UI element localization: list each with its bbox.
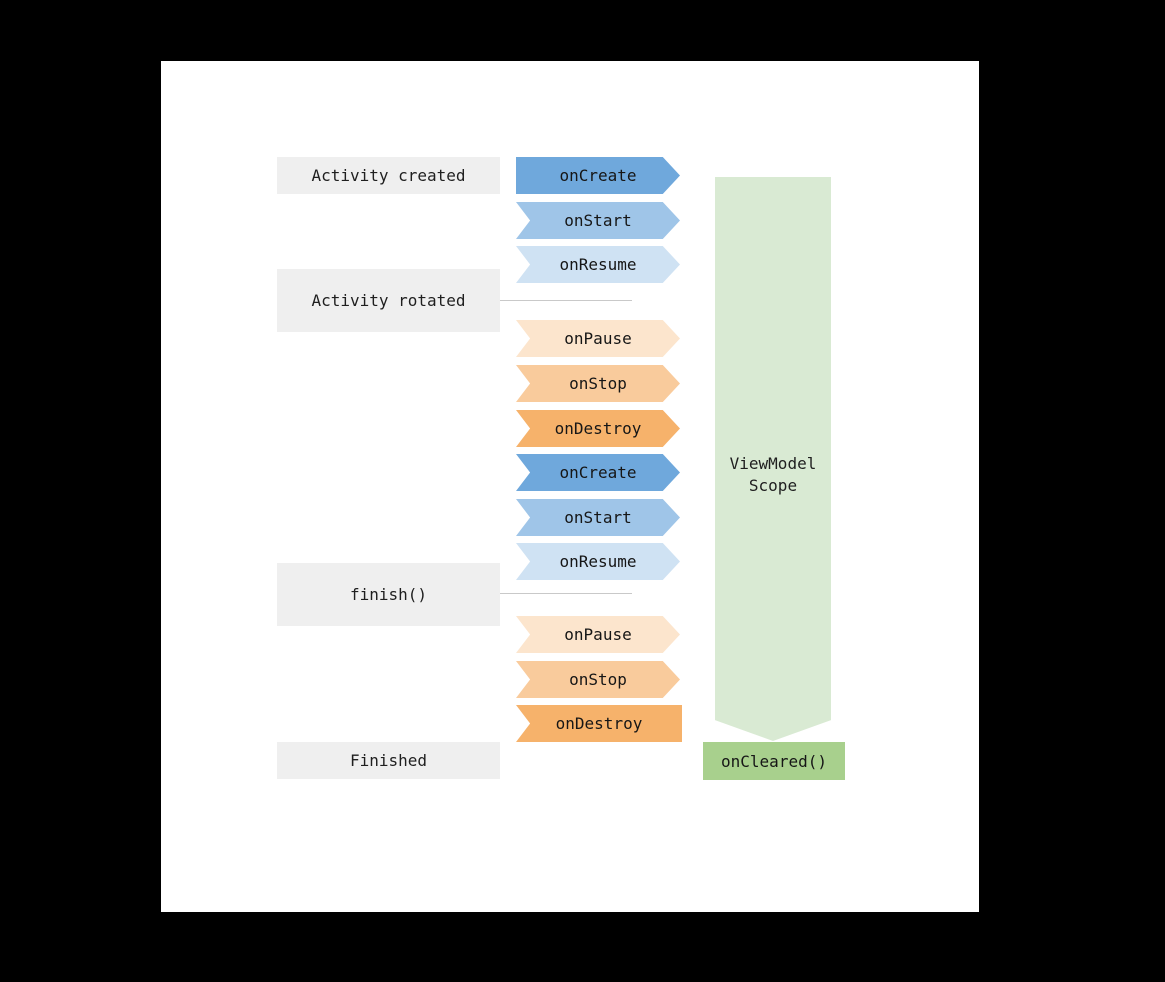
arrow-label: onStop [569, 374, 627, 393]
lifecycle-arrow-oncreate-1: onCreate [516, 157, 680, 194]
viewmodel-scope-label: ViewModel Scope [715, 453, 831, 497]
arrow-label: onPause [564, 625, 632, 644]
arrow-label: onPause [564, 329, 632, 348]
oncleared-label: onCleared() [721, 751, 827, 771]
lifecycle-arrow-onresume-1: onResume [516, 246, 680, 283]
state-label-activity-created: Activity created [311, 166, 466, 185]
rotation-divider-line [500, 300, 632, 301]
lifecycle-arrow-onpause-2: onPause [516, 616, 680, 653]
lifecycle-arrow-onstart-2: onStart [516, 499, 680, 536]
state-label-activity-rotated: Activity rotated [311, 291, 466, 310]
arrow-label: onResume [559, 552, 637, 571]
arrow-label: onDestroy [555, 714, 643, 733]
arrow-label: onCreate [559, 166, 637, 185]
arrow-label: onCreate [559, 463, 637, 482]
arrow-label: onStart [564, 211, 632, 230]
state-box-finished: Finished [277, 742, 500, 779]
viewmodel-scope-line2: Scope [748, 476, 798, 495]
lifecycle-arrow-onstop-2: onStop [516, 661, 680, 698]
lifecycle-arrow-oncreate-2: onCreate [516, 454, 680, 491]
state-label-finished: Finished [349, 751, 428, 770]
lifecycle-arrow-onresume-2: onResume [516, 543, 680, 580]
lifecycle-arrow-onstart-1: onStart [516, 202, 680, 239]
arrow-label: onDestroy [554, 419, 642, 438]
arrow-label: onResume [559, 255, 637, 274]
finish-divider-line [500, 593, 632, 594]
arrow-label: onStart [564, 508, 632, 527]
state-box-finish: finish() [277, 563, 500, 626]
viewmodel-scope-arrow [715, 177, 831, 741]
diagram-panel: Activity created Activity rotated finish… [161, 61, 979, 912]
oncleared-box: onCleared() [703, 742, 845, 780]
viewmodel-scope-line1: ViewModel [729, 454, 817, 473]
lifecycle-arrow-onpause-1: onPause [516, 320, 680, 357]
state-box-activity-rotated: Activity rotated [277, 269, 500, 332]
lifecycle-arrow-onstop-1: onStop [516, 365, 680, 402]
state-box-activity-created: Activity created [277, 157, 500, 194]
state-label-finish: finish() [349, 585, 428, 604]
arrow-label: onStop [569, 670, 627, 689]
lifecycle-arrow-ondestroy-1: onDestroy [516, 410, 680, 447]
lifecycle-arrow-ondestroy-2: onDestroy [516, 705, 682, 742]
